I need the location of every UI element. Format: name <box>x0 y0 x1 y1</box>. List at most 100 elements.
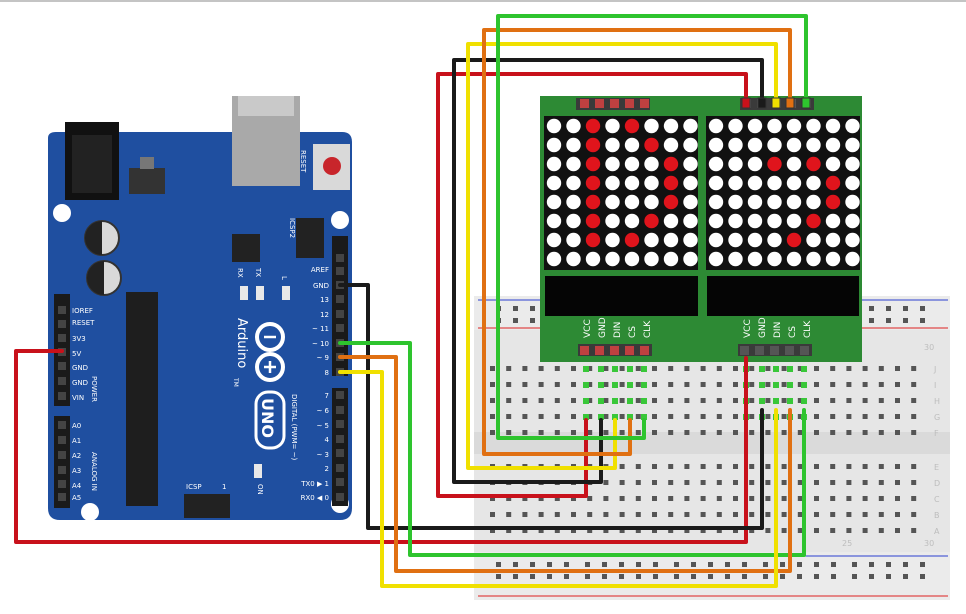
led-off <box>747 232 763 248</box>
breadboard-hole <box>862 414 868 419</box>
wire-end-cap <box>757 97 767 109</box>
breadboard-rail-hole <box>674 562 679 567</box>
breadboard-hole <box>830 512 836 517</box>
led-off <box>605 137 620 153</box>
breadboard-hole <box>814 528 819 533</box>
connected-hole <box>627 382 633 388</box>
pin-label-9: ~ 9 <box>316 354 329 362</box>
led-on <box>644 137 659 153</box>
breadboard-rail-hole <box>763 562 768 567</box>
breadboard-hole <box>490 528 495 533</box>
breadboard-hole <box>814 414 819 419</box>
pin-label-0: RX0 ◀ 0 <box>301 494 329 502</box>
led-off <box>708 118 724 134</box>
breadboard-hole <box>684 430 690 435</box>
breadboard-hole <box>603 398 609 403</box>
breadboard-hole <box>765 382 771 387</box>
breadboard-hole <box>765 528 771 533</box>
led-off <box>708 175 724 191</box>
header-hole <box>336 310 344 318</box>
led-off <box>644 156 659 172</box>
breadboard-hole <box>749 528 755 533</box>
connected-hole <box>627 414 633 420</box>
tx-led <box>256 286 264 300</box>
led-off <box>605 251 620 267</box>
header-hole <box>58 306 66 314</box>
breadboard-hole <box>749 414 755 419</box>
connected-hole <box>583 398 589 404</box>
led-on <box>585 137 601 153</box>
breadboard-hole <box>619 480 625 485</box>
breadboard-hole <box>668 414 674 419</box>
breadboard-hole <box>619 464 625 469</box>
header-hole <box>58 334 66 342</box>
power-group-label: POWER <box>90 376 98 402</box>
breadboard-hole <box>554 366 560 371</box>
breadboard-hole <box>490 382 495 387</box>
breadboard-hole <box>538 366 544 371</box>
led-off <box>845 194 860 210</box>
breadboard-hole <box>652 480 657 485</box>
breadboard-hole <box>749 512 755 517</box>
breadboard-hole <box>490 366 495 371</box>
led-off <box>644 232 659 248</box>
breadboard-rail-hole <box>903 574 908 579</box>
digital-header-bottom <box>332 388 348 506</box>
breadboard-hole <box>619 398 625 403</box>
breadboard-hole <box>895 480 900 485</box>
led-on <box>663 194 679 210</box>
breadboard-center-channel <box>474 432 950 454</box>
breadboard-hole <box>652 366 657 371</box>
led-off <box>683 175 698 191</box>
dc-power-jack-inner <box>72 135 112 193</box>
matrix-left-leds <box>546 118 698 267</box>
reset-button-cap[interactable] <box>323 157 341 175</box>
led-off <box>767 118 782 134</box>
breadboard-hole <box>554 430 560 435</box>
breadboard-hole <box>635 528 641 533</box>
breadboard-rail-hole <box>763 574 768 579</box>
header-pin <box>610 99 619 108</box>
led-off <box>728 118 743 134</box>
breadboard-hole <box>878 480 884 485</box>
led-off <box>624 213 640 229</box>
header-hole <box>58 493 66 501</box>
connected-hole <box>801 366 807 372</box>
breadboard-hole <box>911 480 917 485</box>
led-off <box>806 232 821 248</box>
led-off <box>546 156 562 172</box>
breadboard-hole <box>603 382 609 387</box>
led-off <box>845 156 860 172</box>
breadboard-hole <box>911 398 917 403</box>
connected-hole <box>627 366 633 372</box>
breadboard-rail-hole <box>496 562 501 567</box>
breadboard-hole <box>911 464 917 469</box>
breadboard-hole <box>619 512 625 517</box>
breadboard-hole <box>830 382 836 387</box>
breadboard-hole <box>797 480 803 485</box>
breadboard-hole <box>797 382 803 387</box>
led-off <box>624 137 640 153</box>
breadboard-hole <box>652 528 657 533</box>
wire-clk-green <box>496 14 808 440</box>
led-off <box>624 156 640 172</box>
analog-group-label: ANALOG IN <box>90 452 98 491</box>
breadboard-hole <box>733 512 738 517</box>
breadboard-hole <box>668 496 674 501</box>
led-off <box>566 137 581 153</box>
breadboard-hole <box>700 366 706 371</box>
breadboard-hole <box>522 414 528 419</box>
led-off <box>546 137 562 153</box>
breadboard-hole <box>522 398 528 403</box>
connected-hole <box>773 366 779 372</box>
wire-gnd-black <box>338 283 764 530</box>
led-off <box>546 175 562 191</box>
led-off <box>546 194 562 210</box>
header-pin <box>755 346 764 355</box>
led-off <box>728 175 743 191</box>
led-off <box>683 137 698 153</box>
breadboard-hole <box>700 414 706 419</box>
breadboard-hole <box>878 512 884 517</box>
led-on <box>644 213 659 229</box>
breadboard-hole <box>797 512 803 517</box>
